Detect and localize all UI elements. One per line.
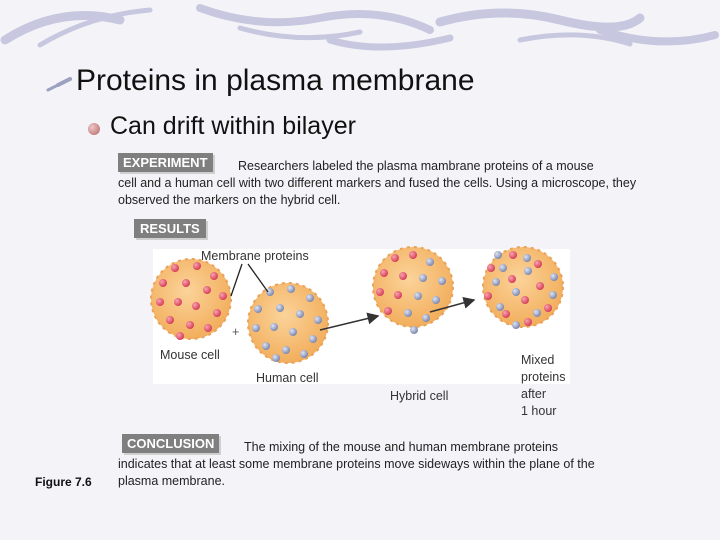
mouse-cell-label: Mouse cell <box>160 348 220 362</box>
hybrid-cell-label: Hybrid cell <box>390 389 449 403</box>
experiment-text-rest: cell and a human cell with two different… <box>118 176 637 207</box>
conclusion-text-line1: The mixing of the mouse and human membra… <box>244 440 559 454</box>
hybrid-mouse-markers <box>376 251 417 315</box>
mixed-label-line2: proteins <box>521 370 566 384</box>
slide-subtitle: Can drift within bilayer <box>110 112 356 140</box>
mixing-arrow <box>429 296 476 313</box>
mouse-cell <box>150 258 232 340</box>
experiment-text-line1: Researchers labeled the plasma mambrane … <box>238 159 594 173</box>
plus-sign: + <box>232 325 240 339</box>
mixed-label-line3: after <box>521 387 547 401</box>
mixed-mouse-markers <box>484 251 552 326</box>
experiment-tag: EXPERIMENT <box>118 153 213 172</box>
mixed-human-markers <box>492 251 558 329</box>
human-markers <box>252 285 322 362</box>
slide-title: Proteins in plasma membrane <box>76 64 475 97</box>
mixed-cell <box>482 246 564 329</box>
conclusion-tag: CONCLUSION <box>122 434 220 453</box>
conclusion-text-rest: indicates that at least some membrane pr… <box>118 457 595 488</box>
mouse-markers <box>156 262 227 340</box>
mixed-label-line1: Mixed <box>521 353 555 367</box>
title-bullet-icon <box>46 77 72 92</box>
fusion-arrow <box>319 312 380 331</box>
subtitle-bullet-icon <box>88 123 100 135</box>
figure-label: Figure 7.6 <box>35 475 92 489</box>
hybrid-human-markers <box>404 258 446 334</box>
hybrid-cell <box>372 246 454 334</box>
results-tag: RESULTS <box>134 219 206 238</box>
mixed-label-line4: 1 hour <box>521 404 557 418</box>
membrane-proteins-pointers <box>230 263 269 297</box>
background-brush-strokes <box>0 4 719 51</box>
human-cell-label: Human cell <box>256 371 319 385</box>
human-cell <box>247 282 329 364</box>
membrane-proteins-label: Membrane proteins <box>201 249 309 263</box>
